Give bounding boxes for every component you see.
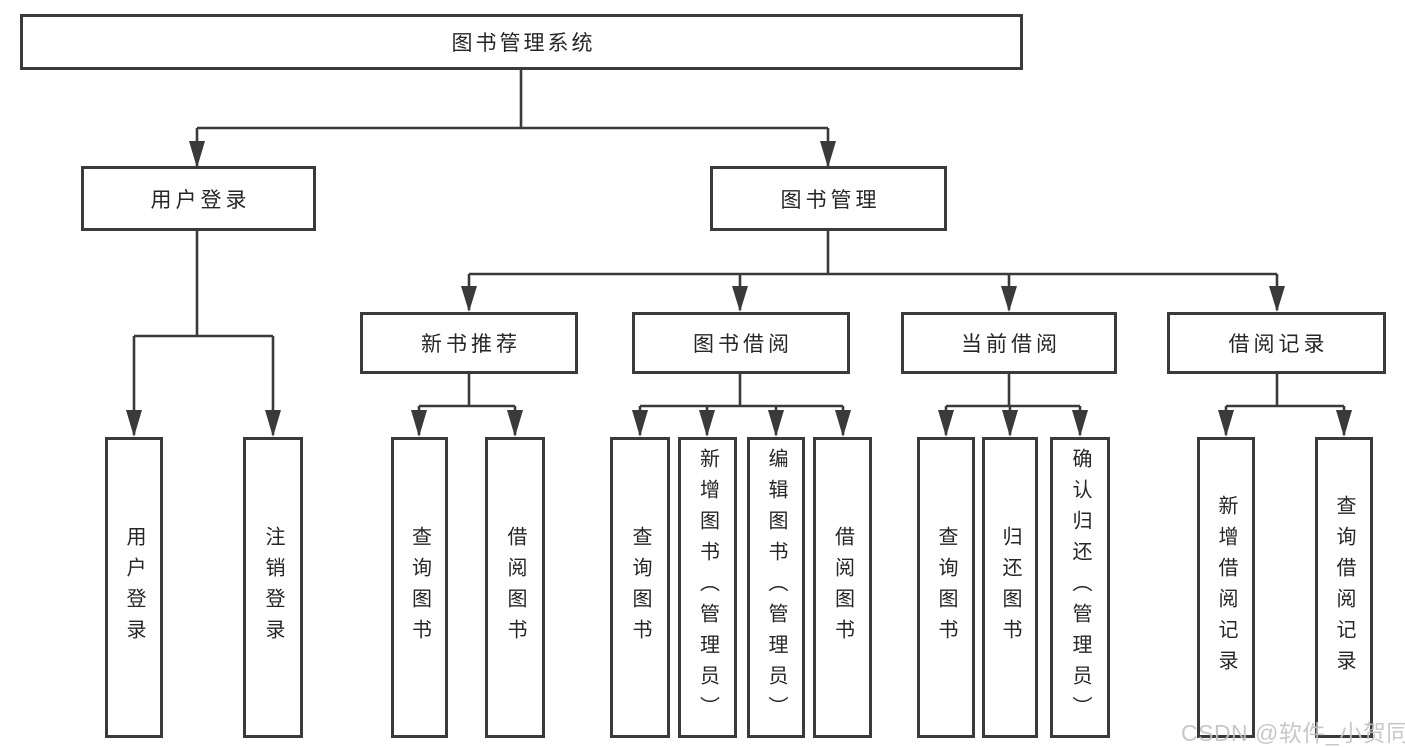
watermark: CSDN @软件_小贺同学	[1181, 720, 1405, 746]
leaf-edit-books-admin: 编辑图书（管理员）	[747, 437, 805, 738]
connector-root-to-level2	[195, 70, 830, 166]
leaf-current-query-books: 查询图书	[917, 437, 975, 738]
arrowheads	[126, 141, 1352, 437]
leaf-confirm-return-admin: 确认归还（管理员）	[1050, 437, 1110, 738]
node-new-book-recommendation: 新书推荐	[360, 312, 578, 374]
leaf-recommend-borrow-books: 借阅图书	[485, 437, 545, 738]
node-current-borrowing: 当前借阅	[901, 312, 1117, 374]
leaf-borrow-books: 借阅图书	[813, 437, 872, 738]
node-library-management-system: 图书管理系统	[20, 14, 1023, 70]
connector-borrowing-branch	[638, 374, 845, 435]
leaf-add-borrow-record: 新增借阅记录	[1197, 437, 1255, 738]
leaf-borrowing-query-books: 查询图书	[610, 437, 670, 738]
leaf-add-books-admin: 新增图书（管理员）	[678, 437, 737, 738]
leaf-recommend-query-books: 查询图书	[391, 437, 448, 738]
node-user-login: 用户登录	[81, 166, 316, 231]
node-book-management: 图书管理	[710, 166, 947, 231]
node-borrowing-records: 借阅记录	[1167, 312, 1386, 374]
connector-recommendation-branch	[417, 374, 517, 435]
leaf-query-borrow-record: 查询借阅记录	[1315, 437, 1373, 738]
leaf-user-login: 用户登录	[105, 437, 163, 738]
leaf-logout: 注销登录	[243, 437, 303, 738]
node-book-borrowing: 图书借阅	[632, 312, 850, 374]
connector-records-branch	[1224, 374, 1346, 435]
leaf-return-books: 归还图书	[982, 437, 1038, 738]
connector-book-management-branch	[467, 231, 1279, 310]
connector-user-login-branch	[132, 231, 275, 435]
